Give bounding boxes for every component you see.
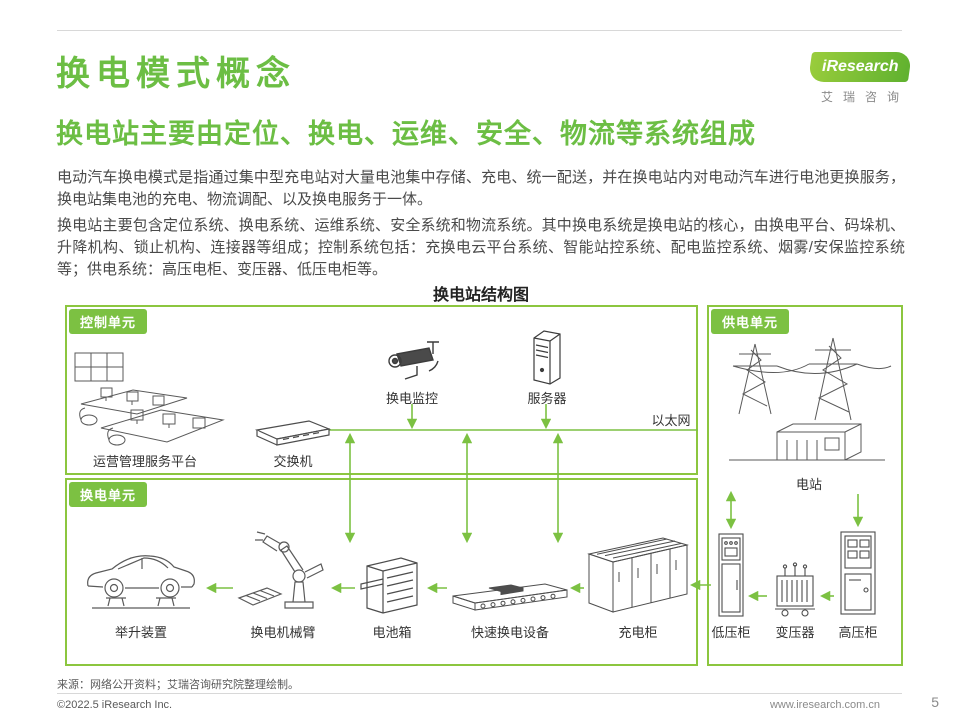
car-lift-icon (87, 555, 195, 609)
page-number: 5 (931, 694, 939, 710)
footer-copyright: ©2022.5 iResearch Inc. (57, 699, 173, 711)
label-quick-swap: 快速换电设备 (470, 625, 550, 640)
logo-brand-text: iResearch (821, 58, 899, 75)
swap-unit-tab: 换电单元 (69, 482, 148, 507)
power-station-icon (729, 337, 892, 461)
ops-platform-icon (74, 352, 225, 446)
footer-website: www.iresearch.com.cn (769, 699, 880, 711)
page-subtitle: 换电站主要由定位、换电、运维、安全、物流等系统组成 (56, 119, 756, 149)
swap-unit-box: 换电单元 (65, 478, 698, 666)
label-server: 服务器 (527, 391, 567, 406)
paragraph-1: 电动汽车换电模式是指通过集中型充电站对大量电池集中存储、充电、统一配送，并在换电… (57, 169, 905, 208)
label-swap-monitor: 换电监控 (385, 391, 439, 406)
label-lift-device: 举升装置 (114, 625, 168, 640)
label-lv-cabinet: 低压柜 (711, 625, 751, 640)
label-robot-arm: 换电机械臂 (250, 625, 316, 640)
robot-arm-icon (237, 531, 324, 609)
label-ops-platform: 运营管理服务平台 (92, 454, 198, 469)
label-switch: 交换机 (273, 454, 313, 469)
hv-cabinet-icon (840, 531, 876, 615)
footer-divider (57, 693, 902, 694)
iresearch-logo: iResearch 艾瑞咨询 (804, 52, 916, 105)
transformer-icon (775, 562, 815, 617)
server-icon (533, 330, 561, 385)
top-divider (57, 30, 902, 31)
control-unit-box: 控制单元 (65, 305, 698, 475)
label-hv-cabinet: 高压柜 (838, 625, 878, 640)
structure-diagram: 控制单元 换电单元 供电单元 (57, 300, 905, 672)
page-title: 换电模式概念 (56, 55, 296, 93)
conveyor-icon (452, 583, 568, 611)
power-unit-tab: 供电单元 (711, 309, 790, 334)
control-unit-tab: 控制单元 (69, 309, 148, 334)
charging-cabinet-icon (587, 537, 689, 613)
lv-cabinet-icon (718, 533, 744, 617)
label-transformer: 变压器 (775, 625, 815, 640)
cctv-camera-icon (388, 341, 439, 380)
intro-paragraphs: 电动汽车换电模式是指通过集中型充电站对大量电池集中存储、充电、统一配送，并在换电… (57, 167, 905, 281)
label-ethernet: 以太网 (651, 413, 691, 428)
label-battery-box: 电池箱 (372, 625, 412, 640)
label-power-station: 电站 (795, 477, 823, 492)
source-note: 来源：网络公开资料；艾瑞咨询研究院整理绘制。 (57, 679, 299, 691)
iresearch-logo-mark: iResearch (807, 52, 913, 82)
label-charging-cabinet: 充电柜 (618, 625, 658, 640)
power-unit-box: 供电单元 (707, 305, 903, 666)
diagram-title: 换电站结构图 (432, 287, 529, 304)
paragraph-2: 换电站主要包含定位系统、换电系统、运维系统、安全系统和物流系统。其中换电系统是换… (57, 217, 905, 278)
switch-icon (254, 420, 332, 446)
logo-cn-text: 艾瑞咨询 (820, 90, 909, 104)
battery-box-icon (360, 557, 418, 614)
